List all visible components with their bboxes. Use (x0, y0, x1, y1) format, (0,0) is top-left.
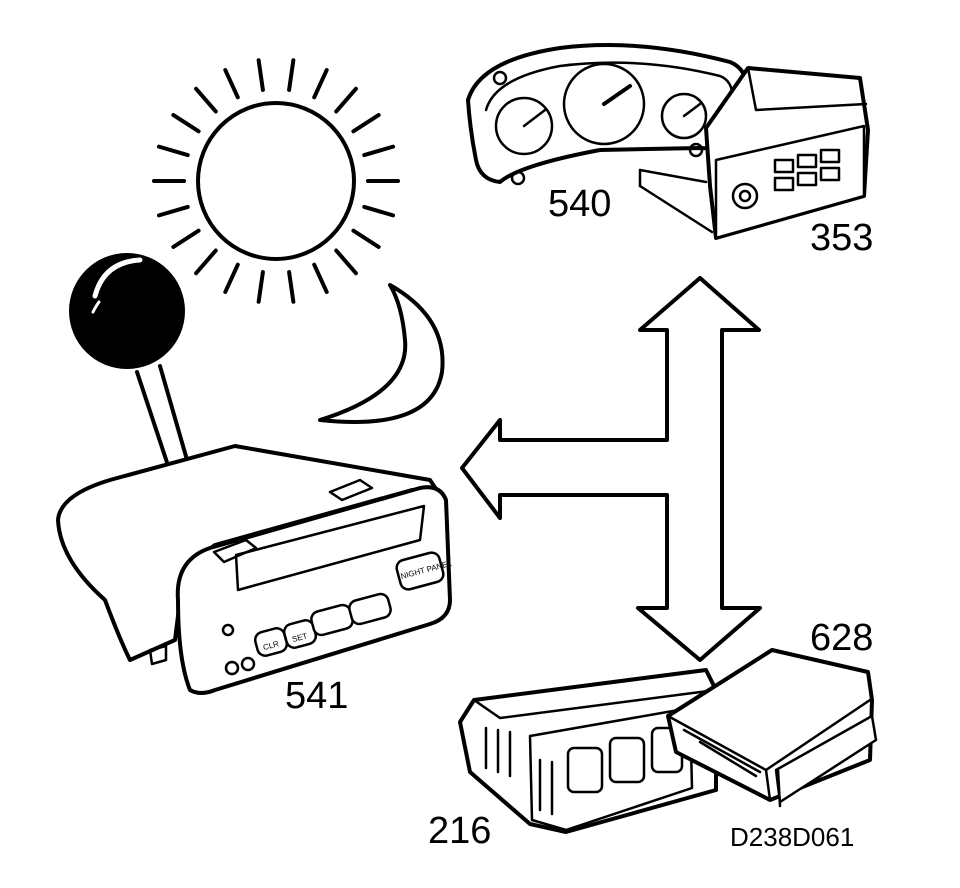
sun-ray (156, 144, 190, 158)
sun-ray (362, 204, 396, 218)
sun-ray (171, 113, 201, 134)
module-628 (666, 648, 878, 808)
instrument-cluster-540 (466, 43, 751, 186)
sid-display-541: CLR SET NIGHT PANEL (56, 444, 453, 695)
sun-ray (351, 113, 381, 134)
figure-code: D238D061 (730, 822, 854, 852)
sun-ray (194, 86, 218, 114)
label-540: 540 (548, 183, 611, 225)
label-541: 541 (285, 675, 348, 717)
sun-ray (194, 248, 218, 276)
sun-icon (152, 58, 400, 304)
sun-ray (362, 144, 396, 158)
label-353: 353 (810, 217, 873, 259)
label-216: 216 (428, 810, 491, 852)
sun-ray (334, 86, 358, 114)
clr-button-label: CLR (262, 639, 280, 652)
sun-ray (171, 228, 201, 249)
sun-ray (256, 58, 265, 92)
set-button-label: SET (291, 631, 308, 644)
sun-ray (156, 204, 190, 218)
light-sensor-sphere (69, 253, 185, 369)
sun-ray (223, 262, 240, 294)
sun-ray (312, 68, 329, 100)
moon-icon (318, 283, 445, 424)
sun-ray (256, 270, 265, 304)
radio-353 (638, 66, 870, 240)
sun-ray (287, 270, 296, 304)
sun-ray (312, 262, 329, 294)
label-628: 628 (810, 617, 873, 659)
sun-ray (287, 58, 296, 92)
sun-ray (334, 248, 358, 276)
sun-ray (351, 228, 381, 249)
acc-unit-216 (458, 668, 718, 834)
communication-arrow (460, 276, 762, 662)
sun-ray (223, 68, 240, 100)
